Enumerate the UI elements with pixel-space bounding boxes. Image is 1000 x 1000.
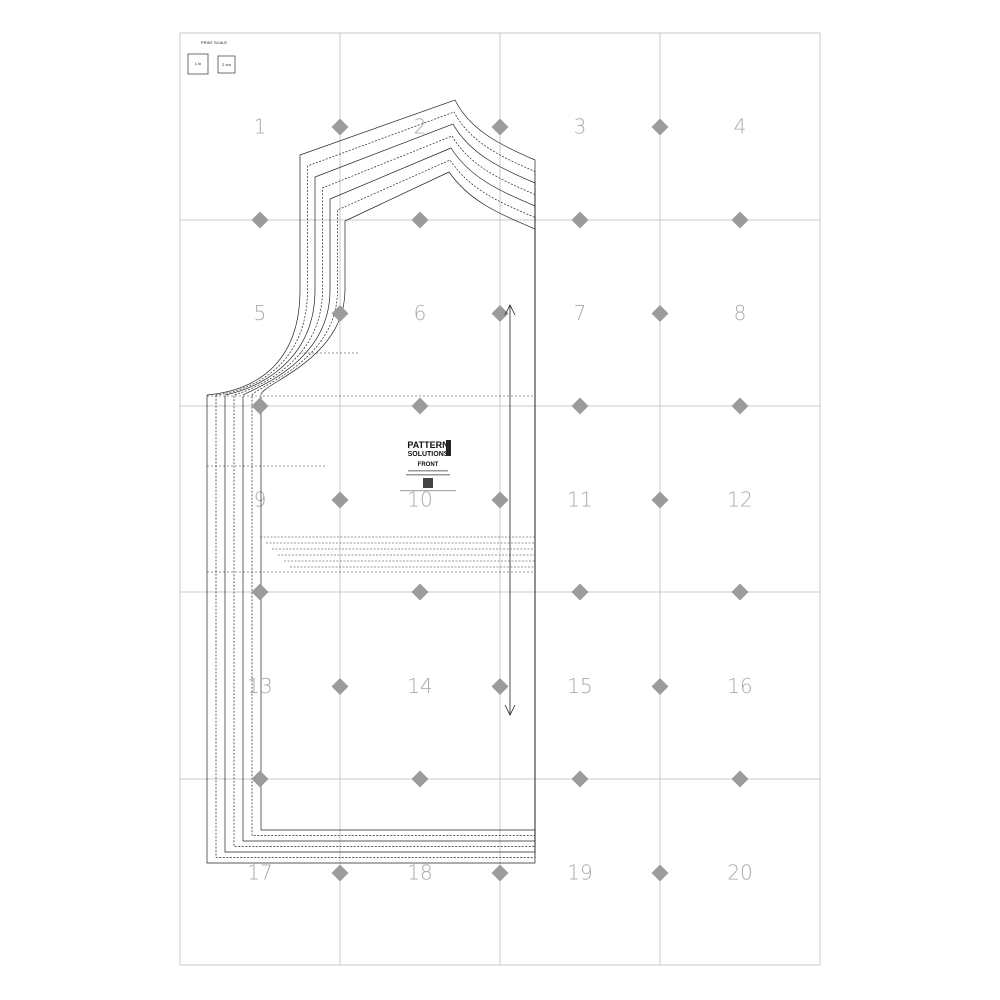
page-number: 18 (407, 861, 432, 885)
alignment-diamond (251, 397, 269, 415)
page-number: 5 (254, 301, 267, 325)
alignment-diamond (491, 491, 509, 509)
brand-logo (446, 440, 451, 456)
alignment-diamond (731, 397, 749, 415)
print-scale-title: PRINT SCALE (201, 40, 227, 45)
alignment-diamond (331, 118, 349, 136)
alignment-diamond (411, 397, 429, 415)
page-number: 16 (727, 674, 752, 698)
alignment-diamond (571, 770, 589, 788)
alignment-diamond (411, 211, 429, 229)
page-number: 13 (247, 674, 272, 698)
piece-name: FRONT (418, 462, 439, 468)
page-number: 1 (254, 115, 267, 139)
alignment-diamond (331, 305, 349, 322)
page-number: 12 (727, 488, 752, 512)
page-number: 9 (254, 488, 267, 512)
alignment-diamond (651, 678, 669, 695)
page-number: 2 (414, 115, 427, 139)
brand-line2: SOLUTIONS (408, 451, 449, 458)
alignment-diamond (251, 211, 269, 229)
page-number: 4 (734, 115, 747, 139)
alignment-diamond (491, 305, 509, 322)
cutting-line (206, 99, 536, 864)
page-number: 6 (414, 301, 427, 325)
cm-square (217, 55, 236, 74)
alignment-diamond (651, 118, 669, 136)
alignment-diamond (651, 305, 669, 322)
cutting-line (224, 123, 536, 853)
alignment-diamond (331, 491, 349, 509)
alignment-diamond (731, 583, 749, 601)
alignment-diamond (251, 770, 269, 788)
alignment-markers (251, 118, 749, 882)
alignment-diamond (331, 678, 349, 695)
pattern-piece-front (206, 99, 536, 864)
alignment-diamond (571, 397, 589, 415)
page-number: 20 (727, 861, 752, 885)
inch-label: 1 in (195, 61, 201, 66)
alignment-diamond (411, 770, 429, 788)
page-number: 15 (567, 674, 592, 698)
alignment-diamond (491, 678, 509, 695)
page-number: 8 (734, 301, 747, 325)
alignment-diamond (571, 583, 589, 601)
cutting-line (215, 111, 536, 858)
cutting-line (233, 135, 536, 847)
cm-label: 2 cm (222, 62, 231, 67)
print-scale: PRINT SCALE 1 in 2 cm (187, 40, 236, 75)
alignment-diamond (651, 864, 669, 882)
page-number: 3 (574, 115, 587, 139)
tile-grid (179, 32, 821, 966)
page-number: 11 (567, 488, 592, 512)
page-number: 19 (567, 861, 592, 885)
alignment-diamond (331, 864, 349, 882)
alignment-diamond (731, 211, 749, 229)
cutting-line (251, 159, 536, 836)
brand-line1: PATTERN (407, 440, 448, 450)
alignment-diamond (651, 491, 669, 509)
qr-code (423, 478, 433, 488)
alignment-diamond (491, 864, 509, 882)
alignment-diamond (571, 211, 589, 229)
page-number: 7 (574, 301, 587, 325)
cutting-line (242, 147, 536, 842)
alignment-diamond (731, 770, 749, 788)
page-number: 14 (407, 674, 432, 698)
page-number: 17 (247, 861, 272, 885)
cutting-line (260, 171, 536, 831)
inch-square (187, 53, 209, 75)
alignment-diamond (411, 583, 429, 601)
pattern-label: PATTERN SOLUTIONS FRONT (400, 440, 456, 492)
page-number: 10 (407, 488, 432, 512)
grainline-arrow (504, 304, 516, 716)
alignment-diamond (491, 118, 509, 136)
alignment-diamond (251, 583, 269, 601)
